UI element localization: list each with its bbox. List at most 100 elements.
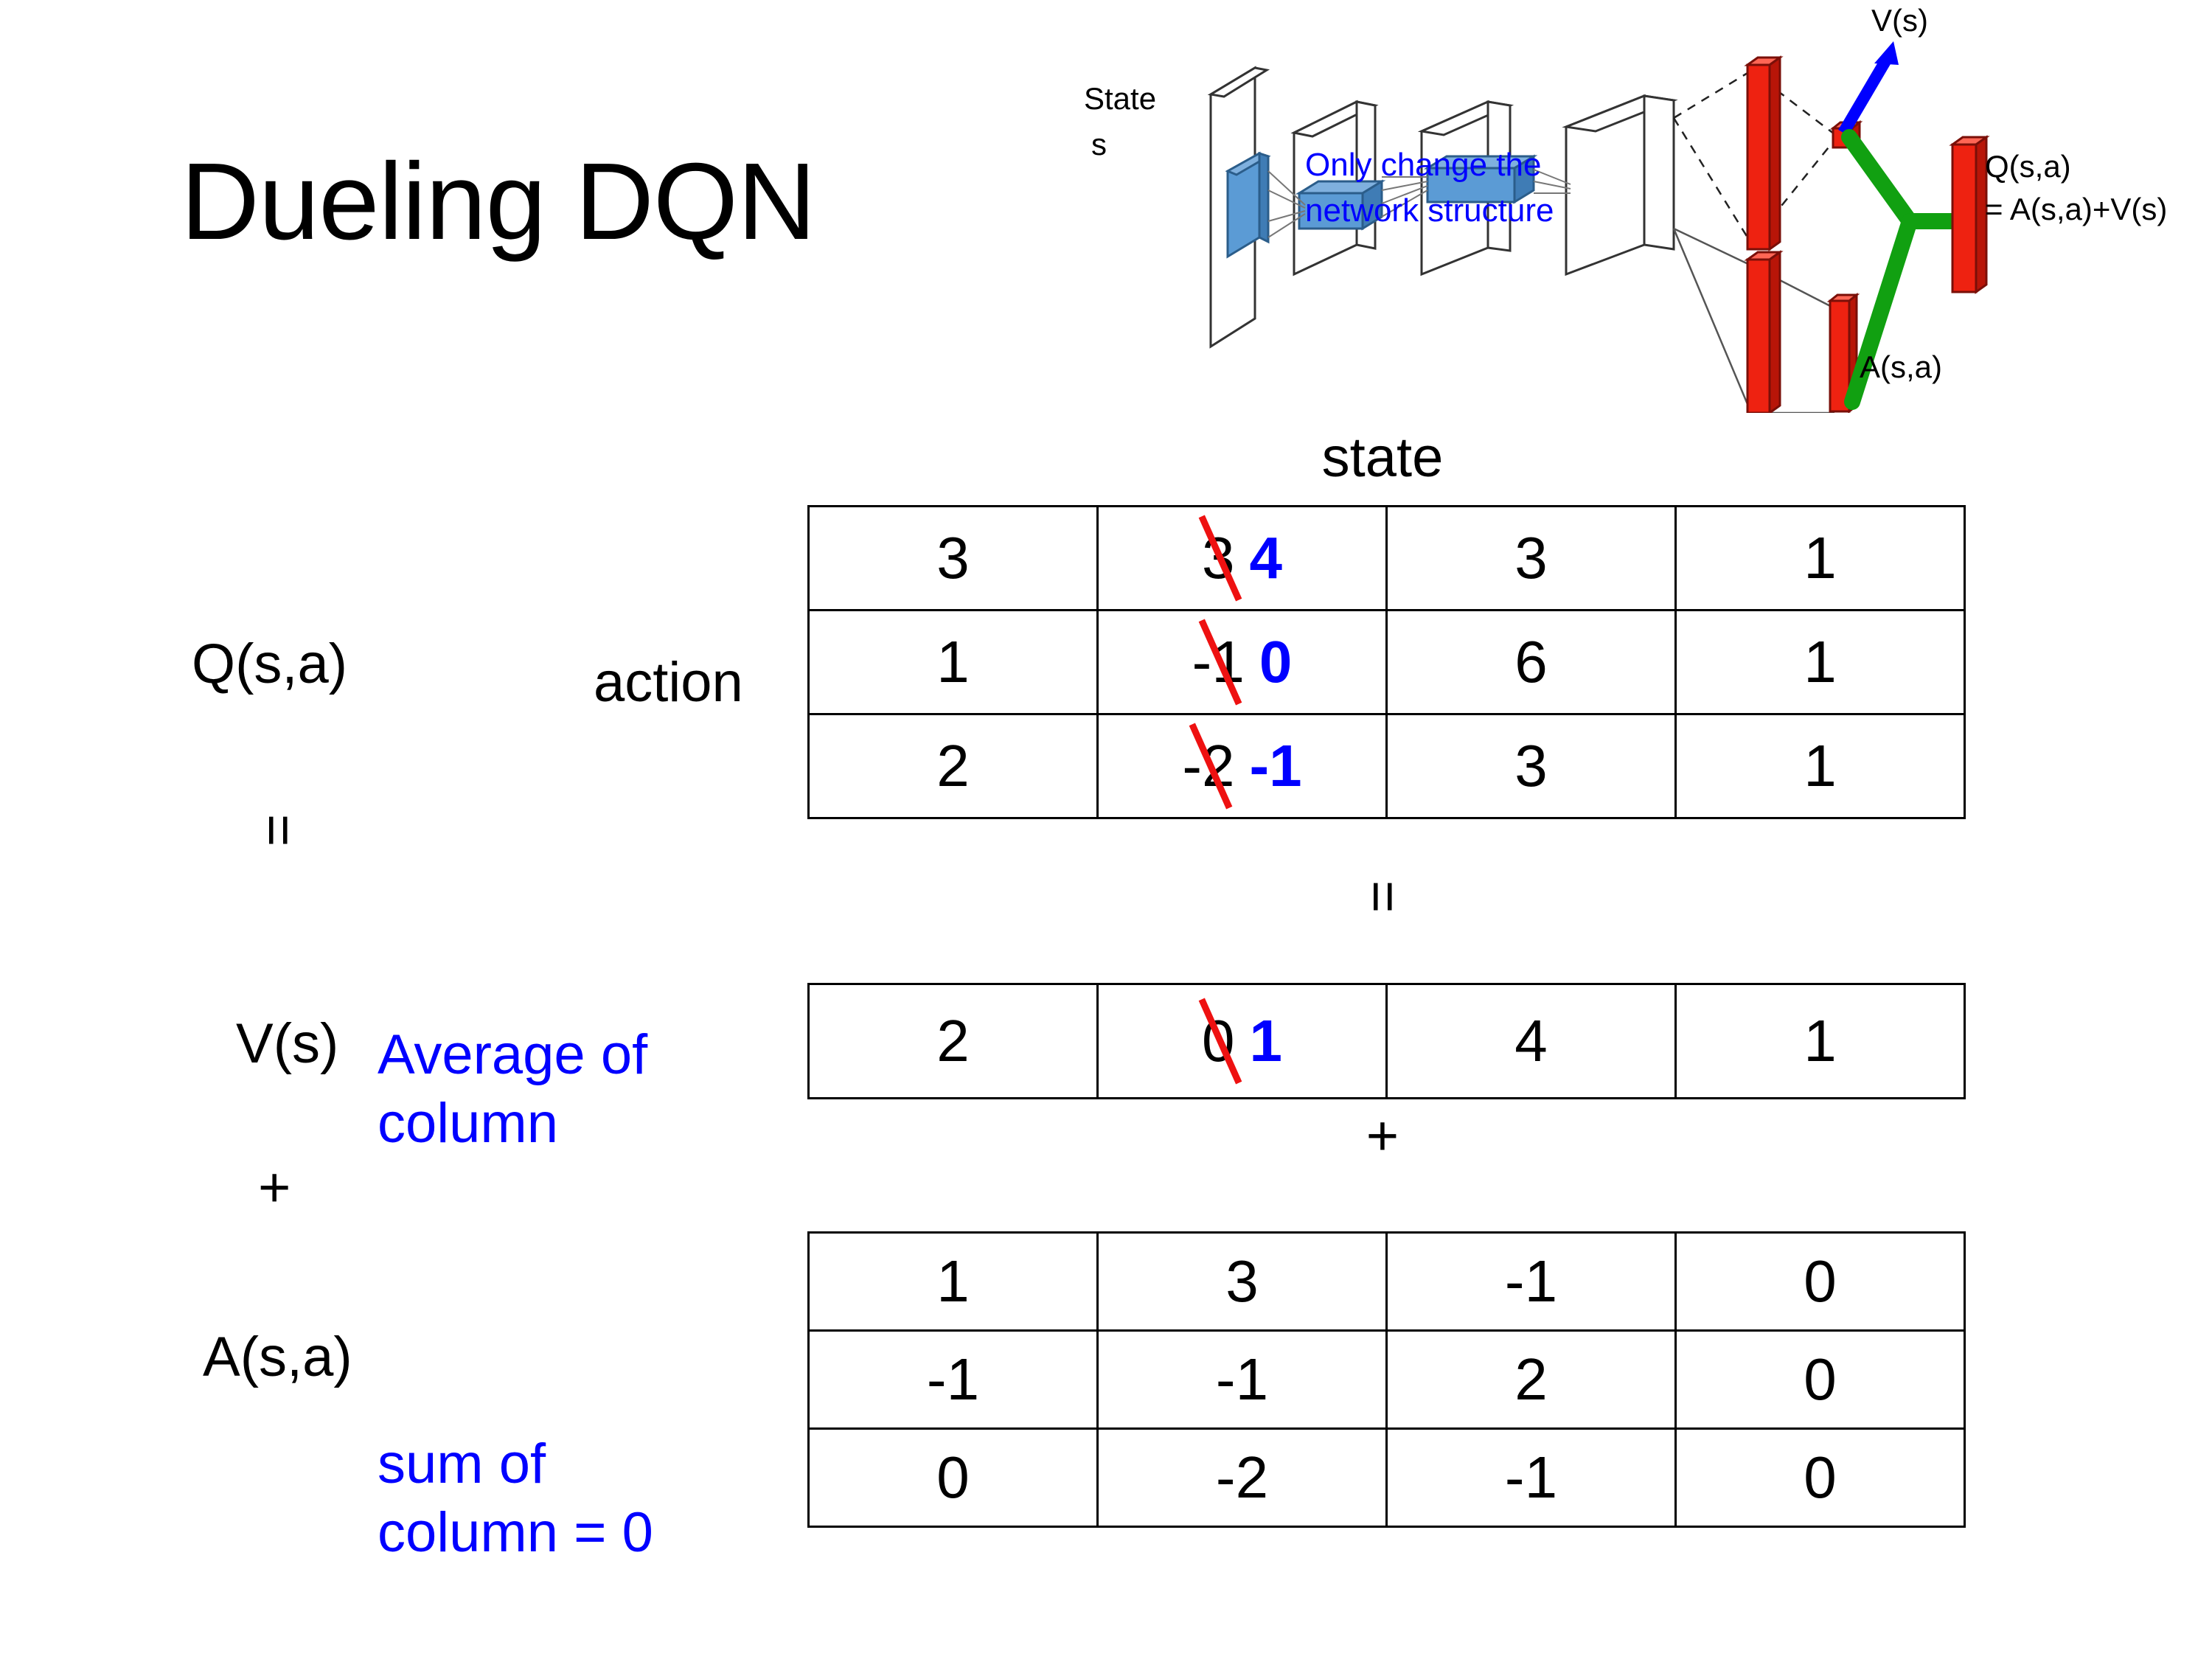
combine-join-icon: [1841, 129, 1961, 410]
equals-sign-center: =: [1352, 880, 1415, 914]
conv-layer-2-field-icon: [1423, 154, 1538, 204]
cell-value: 0: [936, 1444, 970, 1510]
cell-value: 2: [1514, 1346, 1548, 1412]
table-cell: -2: [1096, 1427, 1388, 1528]
connection-lines: [1267, 169, 1571, 238]
cell-value: 1: [1804, 525, 1837, 591]
table-cell: 1: [807, 609, 1099, 715]
new-value: 0: [1259, 629, 1293, 695]
strikethrough-mark: [1198, 619, 1242, 706]
strikethrough-mark: [1198, 515, 1242, 602]
dueling-network-diagram: State s Only change the network structur…: [1084, 0, 2212, 413]
cell-value: 1: [1804, 733, 1837, 799]
advantage-output-label: A(s,a): [1860, 349, 1942, 384]
table-cell: 2: [807, 983, 1099, 1099]
old-value: 0: [1198, 998, 1242, 1085]
new-value: 1: [1249, 1008, 1283, 1074]
old-value: -2: [1182, 723, 1239, 810]
only-change-note-line1: Only change the: [1305, 147, 1541, 183]
old-value: -1: [1192, 619, 1249, 706]
state-input-label-line2: s: [1091, 127, 1107, 161]
input-receptive-field-icon: [1225, 151, 1271, 259]
equals-sign-left: =: [247, 813, 310, 847]
value-arrow-icon: [1838, 41, 1899, 136]
table-cell: 1: [1674, 713, 1966, 819]
cell-value: 0: [1804, 1346, 1837, 1412]
q-function-label: Q(s,a): [192, 633, 348, 695]
v-function-label: V(s): [236, 1012, 339, 1075]
table-cell: 0: [807, 1427, 1099, 1528]
table-cell: 1: [1674, 609, 1966, 715]
cell-value: 6: [1514, 629, 1548, 695]
table-cell: 3: [807, 505, 1099, 611]
value-output-label: V(s): [1871, 3, 1928, 38]
page-title: Dueling DQN: [181, 141, 816, 262]
table-row: 2 -2-1 3 1: [807, 713, 1966, 819]
table-cell: 0: [1674, 1231, 1966, 1332]
table-cell: 0: [1674, 1329, 1966, 1430]
cell-value: 1: [1804, 629, 1837, 695]
cell-value: 1: [936, 629, 970, 695]
table-cell: 2: [1385, 1329, 1677, 1430]
plus-sign-center: +: [1366, 1105, 1399, 1167]
plus-sign-left: +: [258, 1156, 291, 1219]
cell-value: 3: [1225, 1248, 1259, 1314]
strikethrough-mark: [1189, 723, 1233, 810]
cell-value: 0: [1804, 1444, 1837, 1510]
table-cell: 2: [807, 713, 1099, 819]
average-note-line2: column: [378, 1091, 558, 1155]
table-cell: 3: [1096, 1231, 1388, 1332]
sum-note-line1: sum of: [378, 1433, 546, 1495]
cell-value: 4: [1514, 1008, 1548, 1074]
table-cell: -1: [1096, 1329, 1388, 1430]
table-cell: 1: [807, 1231, 1099, 1332]
advantage-stream-bar-icon: [1744, 250, 1784, 413]
cell-value: 2: [936, 1008, 970, 1074]
edited-cell: -2-1: [1182, 723, 1302, 810]
cell-value: -1: [1504, 1248, 1558, 1314]
table-cell: -1: [1385, 1231, 1677, 1332]
table-cell: 3: [1385, 505, 1677, 611]
cell-value: 1: [1804, 1008, 1837, 1074]
q-output-label-line1: Q(s,a): [1985, 149, 2071, 184]
cell-value: 3: [1514, 733, 1548, 799]
table-cell: 0: [1674, 1427, 1966, 1528]
a-function-label: A(s,a): [203, 1326, 352, 1388]
cell-value: 3: [1514, 525, 1548, 591]
cell-value: 2: [936, 733, 970, 799]
table-cell: -1: [1385, 1427, 1677, 1528]
average-note-line1: Average of: [378, 1023, 648, 1086]
table-cell: 4: [1385, 983, 1677, 1099]
table-row: 0 -2-1 0: [807, 1427, 1966, 1528]
conv-layer-3-icon: [1562, 94, 1678, 276]
state-input-label-line1: State: [1084, 81, 1156, 116]
q-output-bar-icon: [1949, 135, 1990, 294]
only-change-note-line2: network structure: [1305, 192, 1554, 229]
table-cell: -2-1: [1096, 713, 1388, 819]
table-cell: 1: [1674, 983, 1966, 1099]
q-output-label-line2: = A(s,a)+V(s): [1985, 192, 2167, 226]
new-value: -1: [1249, 733, 1302, 799]
strikethrough-mark: [1198, 998, 1242, 1085]
table-cell: 1: [1674, 505, 1966, 611]
sum-of-column-note: sum of column = 0: [378, 1430, 653, 1567]
cell-value: 1: [936, 1248, 970, 1314]
table-cell: 6: [1385, 609, 1677, 715]
state-axis-label: state: [1321, 426, 1444, 489]
conv-layer-1-field-icon: [1295, 179, 1386, 231]
cell-value: 0: [1804, 1248, 1837, 1314]
